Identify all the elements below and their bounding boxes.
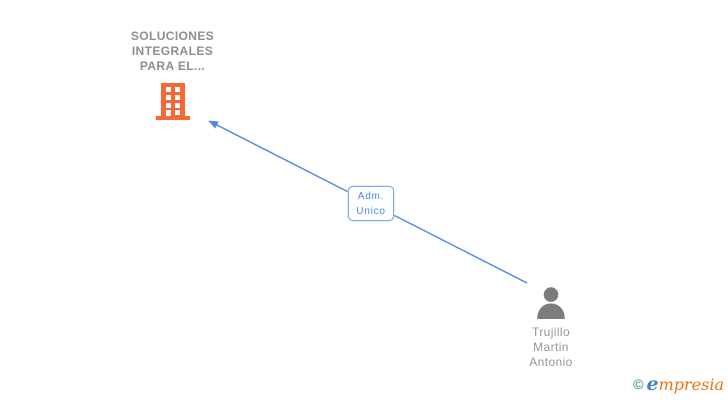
copyright-icon: ©	[633, 376, 644, 392]
building-icon	[155, 83, 190, 120]
person-icon	[537, 287, 565, 319]
edge-label-line: Unico	[356, 206, 386, 217]
empresia-logo-e: e	[646, 373, 659, 395]
edge-label-adm-unico[interactable]: Adm. Unico	[348, 186, 394, 221]
empresia-logo-text: mpresia	[658, 375, 724, 394]
company-name-line: SOLUCIONES	[130, 29, 215, 43]
person-name-line: Antonio	[529, 355, 573, 369]
company-name-line: INTEGRALES	[131, 44, 214, 58]
person-name: Trujillo Martin Antonio	[529, 325, 573, 370]
empresia-logo: ©empresia	[633, 373, 724, 395]
company-name-line: PARA EL...	[139, 59, 206, 73]
company-name: SOLUCIONES INTEGRALES PARA EL...	[131, 29, 214, 74]
edge-label-line: Adm.	[357, 191, 385, 202]
company-node[interactable]: SOLUCIONES INTEGRALES PARA EL...	[110, 29, 235, 120]
person-name-line: Martin	[533, 340, 569, 354]
person-name-line: Trujillo	[531, 325, 571, 339]
person-node[interactable]: Trujillo Martin Antonio	[505, 287, 597, 370]
